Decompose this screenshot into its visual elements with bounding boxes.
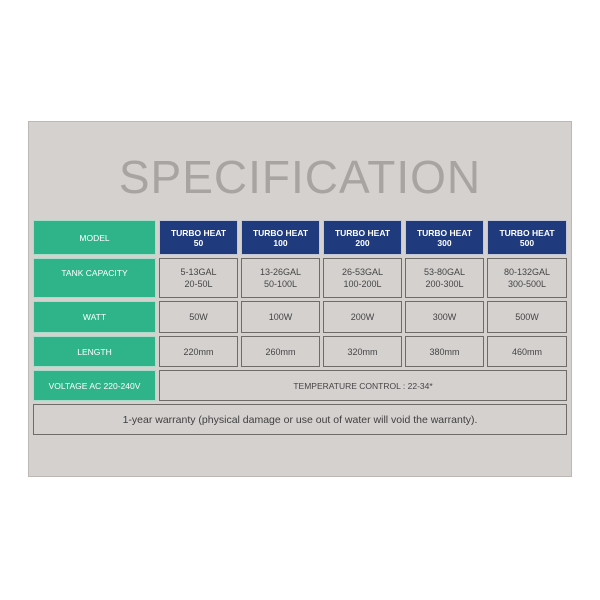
tank-capacity-cell: 53-80GAL 200-300L (405, 258, 484, 298)
capacity-liters: 200-300L (425, 279, 464, 289)
tank-capacity-cell: 5-13GAL 20-50L (159, 258, 238, 298)
warranty-note: 1-year warranty (physical damage or use … (33, 404, 567, 435)
watt-value: 200W (350, 312, 375, 322)
tank-capacity-label: TANK CAPACITY (33, 258, 156, 298)
model-name-line2: 300 (437, 237, 452, 248)
capacity-liters: 300-500L (507, 279, 547, 289)
length-cell: 320mm (323, 336, 402, 367)
model-label-text: MODEL (79, 232, 110, 243)
length-label: LENGTH (33, 336, 156, 367)
model-name-line2: 100 (273, 237, 288, 248)
model-name-line1: TURBO HEAT (334, 227, 391, 238)
model-header-100: TURBO HEAT 100 (241, 220, 320, 255)
model-header-300: TURBO HEAT 300 (405, 220, 484, 255)
length-value: 220mm (183, 346, 214, 357)
model-name-line2: 200 (355, 237, 370, 248)
capacity-gal: 26-53GAL (341, 267, 384, 277)
temperature-control-cell: TEMPERATURE CONTROL : 22-34* (159, 370, 567, 401)
model-name-line1: TURBO HEAT (170, 227, 227, 238)
voltage-label: VOLTAGE AC 220-240V (33, 370, 156, 401)
watt-value: 100W (268, 312, 293, 322)
watt-cell: 300W (405, 301, 484, 333)
length-cell: 380mm (405, 336, 484, 367)
warranty-text: 1-year warranty (physical damage or use … (122, 413, 478, 426)
capacity-gal: 80-132GAL (503, 267, 551, 277)
capacity-gal: 53-80GAL (423, 267, 466, 277)
length-value: 320mm (347, 346, 378, 357)
model-header-200: TURBO HEAT 200 (323, 220, 402, 255)
model-name-line2: 50 (193, 237, 204, 248)
specification-card: SPECIFICATION MODEL TURBO HEAT 50 TURBO … (28, 121, 572, 477)
length-value: 460mm (511, 346, 542, 357)
capacity-liters: 50-100L (263, 279, 298, 289)
capacity-liters: 100-200L (343, 279, 382, 289)
length-value: 260mm (265, 346, 296, 357)
capacity-gal: 5-13GAL (180, 267, 217, 277)
watt-value: 500W (515, 312, 539, 322)
model-label: MODEL (33, 220, 156, 255)
watt-cell: 200W (323, 301, 402, 333)
model-name-line2: 500 (519, 237, 535, 248)
model-header-500: TURBO HEAT 500 (487, 220, 567, 255)
capacity-liters: 20-50L (184, 279, 213, 289)
model-name-line1: TURBO HEAT (499, 227, 555, 238)
length-value: 380mm (429, 346, 460, 357)
voltage-label-text: VOLTAGE AC 220-240V (48, 380, 141, 391)
tank-capacity-cell: 13-26GAL 50-100L (241, 258, 320, 298)
model-name-line1: TURBO HEAT (252, 227, 309, 238)
length-cell: 260mm (241, 336, 320, 367)
watt-label: WATT (33, 301, 156, 333)
watt-value: 300W (432, 312, 457, 322)
watt-cell: 100W (241, 301, 320, 333)
length-cell: 220mm (159, 336, 238, 367)
watt-cell: 50W (159, 301, 238, 333)
temperature-control-text: TEMPERATURE CONTROL : 22-34* (293, 380, 433, 391)
watt-label-text: WATT (82, 312, 107, 322)
capacity-gal: 13-26GAL (259, 267, 302, 277)
tank-capacity-label-text: TANK CAPACITY (61, 268, 128, 278)
tank-capacity-cell: 26-53GAL 100-200L (323, 258, 402, 298)
model-header-50: TURBO HEAT 50 (159, 220, 238, 255)
length-cell: 460mm (487, 336, 567, 367)
tank-capacity-cell: 80-132GAL 300-500L (487, 258, 567, 298)
model-name-line1: TURBO HEAT (416, 227, 473, 238)
length-label-text: LENGTH (77, 346, 112, 357)
page-title: SPECIFICATION (118, 151, 482, 203)
watt-cell: 500W (487, 301, 567, 333)
watt-value: 50W (189, 312, 208, 322)
